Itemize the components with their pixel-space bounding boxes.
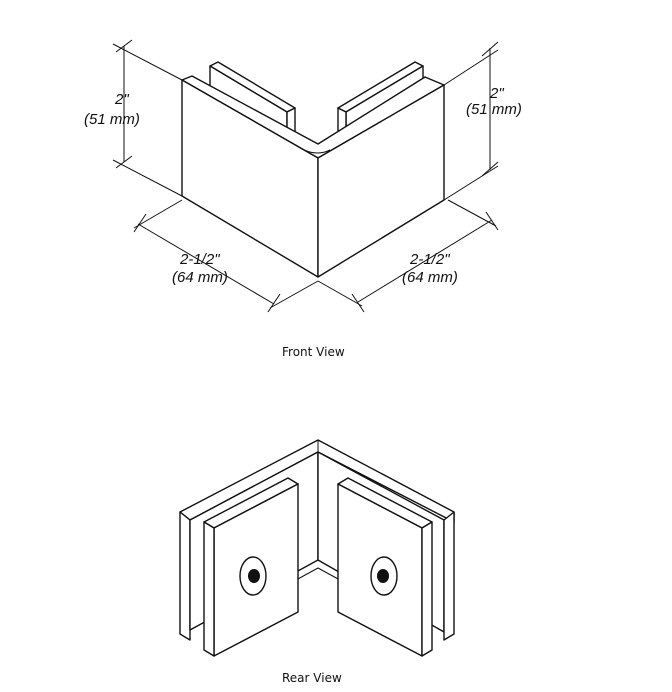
width-right-metric: (64 mm) [402,269,458,286]
rear-view: Rear View [179,439,455,685]
rear-view-caption: Rear View [282,671,342,685]
width-dimension-left: 2-1/2" (64 mm) [133,199,319,313]
rear-left-bolt-icon [239,556,267,596]
height-left-metric: (51 mm) [84,111,140,128]
front-view-caption: Front View [282,345,345,359]
height-left-imperial: 2" [114,91,129,108]
width-left-metric: (64 mm) [172,269,228,286]
height-dimension-left: 2" (51 mm) [84,39,183,197]
front-view: 2" (51 mm) 2" (51 mm) 2-1/2" (64 mm) [84,39,522,359]
width-right-imperial: 2-1/2" [409,251,450,268]
rear-left-glass-pad [203,477,299,657]
height-right-metric: (51 mm) [466,101,522,118]
width-dimension-right: 2-1/2" (64 mm) [317,199,499,313]
front-clamp-body [181,75,445,278]
height-dimension-right: 2" (51 mm) [443,41,522,201]
height-right-imperial: 2" [489,85,504,102]
rear-right-glass-pad [337,477,433,657]
width-left-imperial: 2-1/2" [179,251,220,268]
rear-right-bolt-icon [370,556,398,596]
